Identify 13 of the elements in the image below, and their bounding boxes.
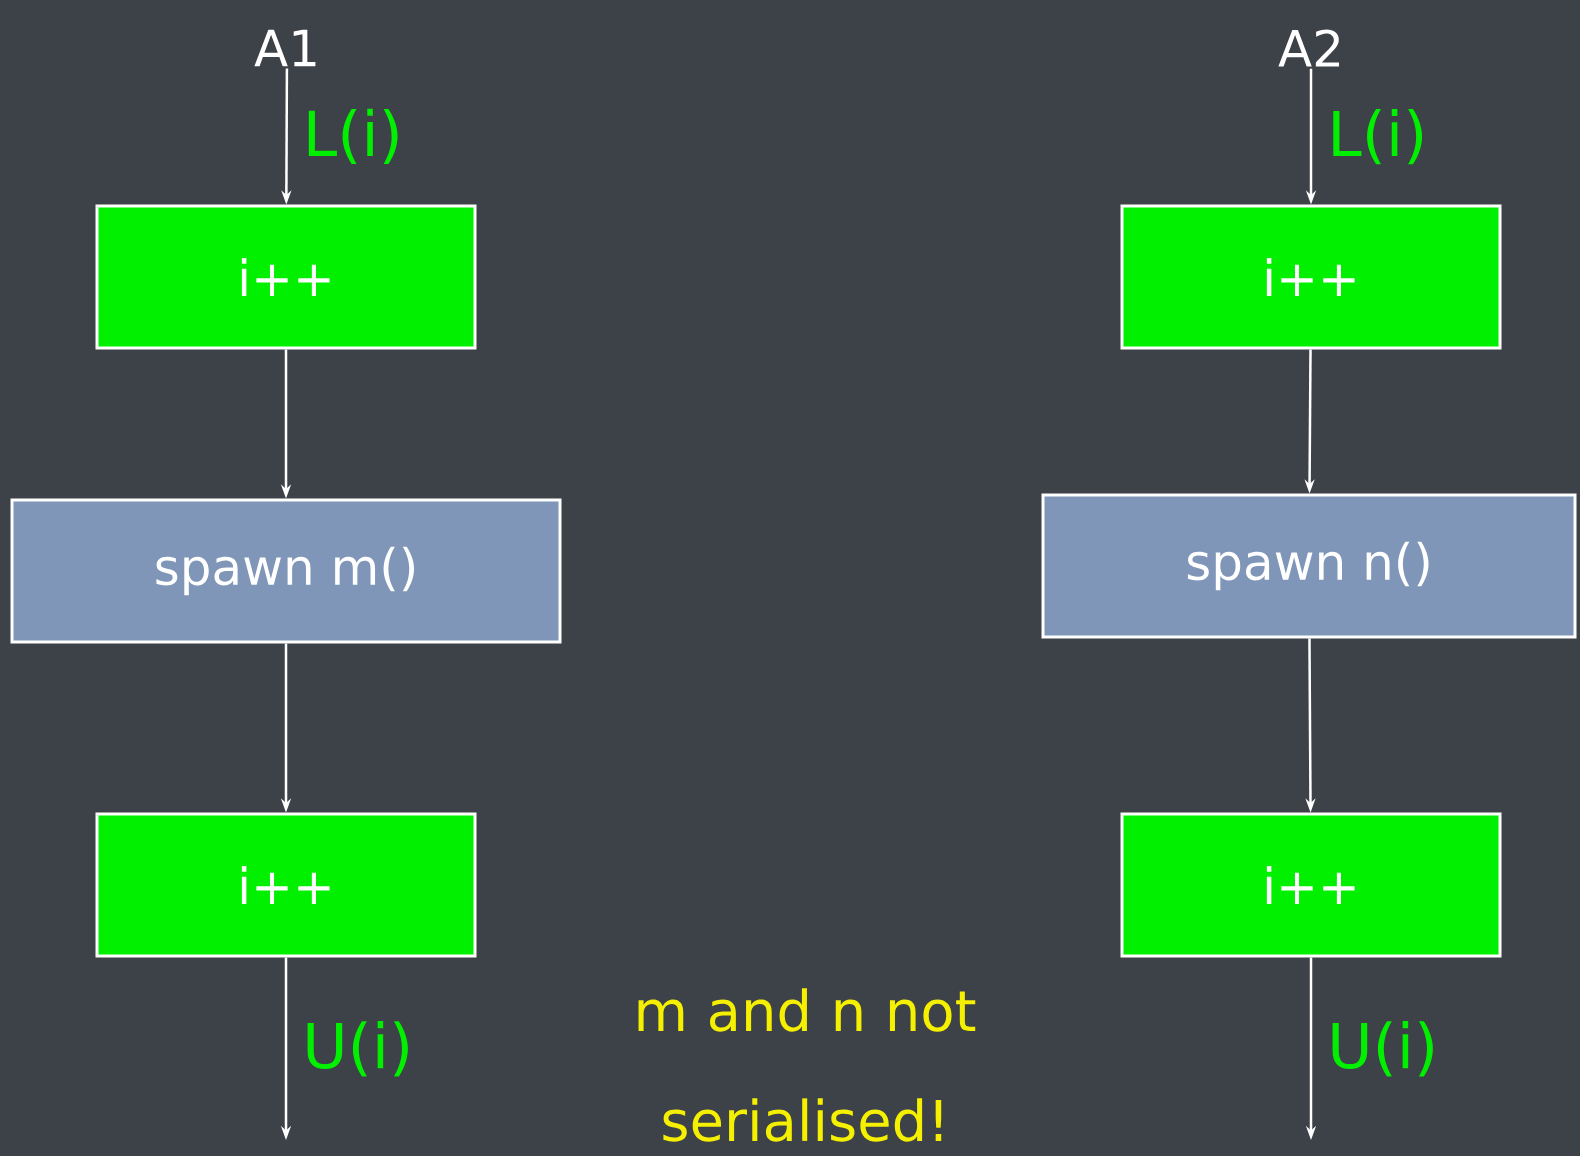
edge-label: L(i) xyxy=(300,106,405,167)
edge-label: U(i) xyxy=(1325,1019,1441,1079)
step-box: i++ xyxy=(95,204,477,350)
edge-label: L(i) xyxy=(1325,107,1430,167)
step-box: i++ xyxy=(95,812,477,958)
column-heading: A2 xyxy=(1278,29,1339,67)
step-box: i++ xyxy=(1120,812,1502,958)
step-box: i++ xyxy=(1120,204,1502,350)
spawn-box: spawn m() xyxy=(10,498,562,644)
column-heading: A1 xyxy=(254,29,316,67)
note-text: m and n not serialised! xyxy=(638,988,976,1142)
spawn-box: spawn n() xyxy=(1041,493,1577,639)
edge-label: U(i) xyxy=(300,1019,416,1079)
